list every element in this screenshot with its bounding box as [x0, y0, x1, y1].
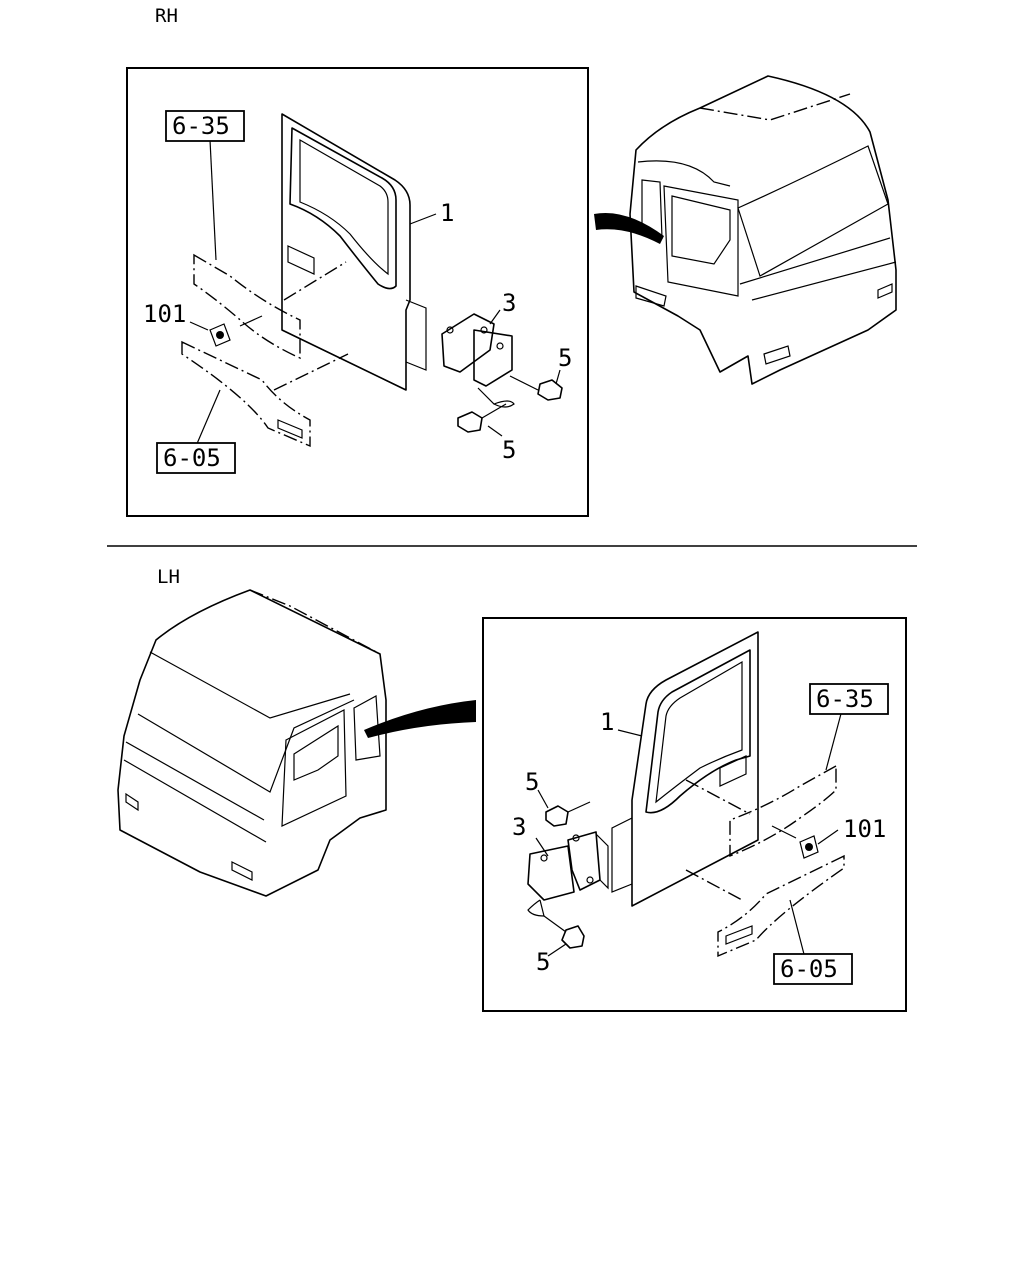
rh-cab-illustration: [629, 75, 897, 385]
rh-leader-lines: [189, 139, 561, 447]
rh-callout-bolt-upper: 5: [558, 344, 572, 372]
lh-hinge: [527, 831, 609, 917]
lh-lower-panel: [717, 854, 845, 958]
rh-ref-upper: 6-35: [172, 112, 230, 140]
lh-trim-panel: [729, 764, 837, 858]
lh-callout-door: 1: [600, 708, 614, 736]
rh-lower-panel: [181, 340, 311, 448]
lh-callout-bolt-upper: 5: [525, 768, 539, 796]
lh-callout-bolt-lower: 5: [536, 948, 550, 976]
rh-trim-panel: [193, 253, 301, 360]
lh-bolts: [543, 801, 591, 949]
rh-callout-hinge: 3: [502, 289, 516, 317]
rh-callout-bolt-lower: 5: [502, 436, 516, 464]
lh-detail-frame: [482, 617, 907, 1012]
rh-pointer-arrow: [594, 212, 664, 244]
rh-heading: RH: [155, 5, 178, 27]
lh-callout-hinge: 3: [512, 813, 526, 841]
rh-ref-lower-box: [156, 442, 236, 474]
lh-cab-illustration: [117, 589, 387, 897]
rh-callout-seal: 101: [143, 300, 186, 328]
lh-ref-lower-box: [773, 953, 853, 985]
lh-heading: LH: [157, 566, 180, 588]
rh-hinge: [441, 313, 515, 408]
rh-door-illustration: [281, 113, 427, 391]
rh-ref-lower: 6-05: [163, 444, 221, 472]
rh-section: RH: [126, 5, 897, 517]
lh-ref-lower: 6-05: [780, 955, 838, 983]
lh-callout-seal: 101: [843, 815, 886, 843]
lh-pointer-arrow: [364, 700, 476, 738]
lh-seal: [771, 825, 819, 859]
rh-ref-upper-box: [165, 110, 245, 142]
lh-door-illustration: [611, 631, 759, 907]
lh-leader-lines: [535, 709, 843, 963]
rh-seal: [209, 315, 263, 347]
rh-bolts: [457, 375, 563, 433]
lh-section: LH: [117, 566, 907, 1012]
lh-ref-upper: 6-35: [816, 685, 874, 713]
lh-ref-upper-box: [809, 683, 889, 715]
rh-callout-door: 1: [440, 199, 454, 227]
rh-detail-frame: [126, 67, 589, 517]
